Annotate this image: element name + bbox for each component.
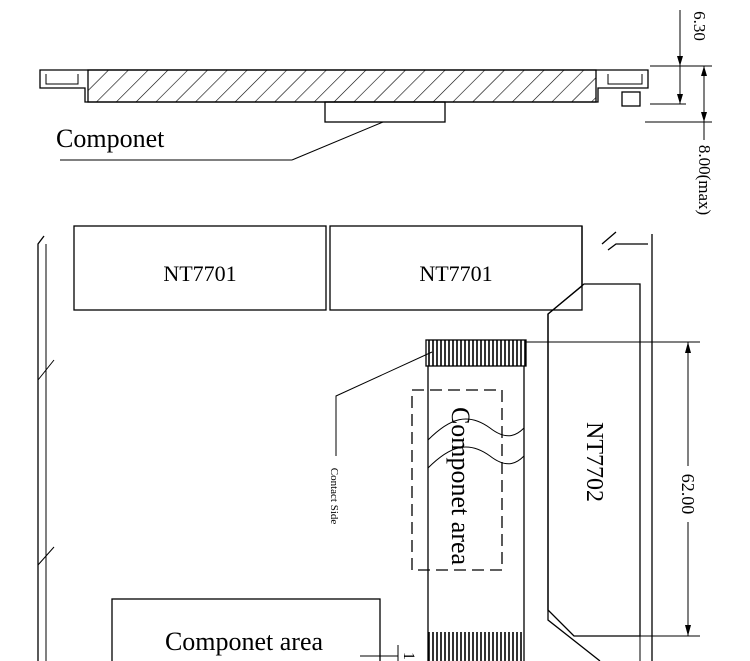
frame-left-notch-2 — [37, 546, 55, 566]
component-area-bottom-box — [111, 598, 381, 661]
fpc-bottom-pads — [428, 632, 524, 661]
dim-thickness-label: 6.30 — [690, 11, 709, 41]
component-leader — [291, 121, 384, 161]
frame-left-notch-1 — [37, 359, 55, 381]
fpc-contact-pads — [425, 339, 527, 367]
front-view: NT7701 NT7701 NT7702 Componet area Conta… — [37, 225, 700, 661]
dim-max-arrow-bottom — [701, 112, 707, 122]
contact-side-leader — [335, 351, 433, 456]
side-frame-outline — [39, 69, 649, 103]
side-component-block — [324, 101, 446, 123]
side-glass-hatched — [87, 69, 597, 103]
dim-thickness-arrow-lower — [677, 94, 683, 104]
side-view: Componet 6.30 8.00(max) — [39, 10, 714, 215]
contact-side-label: Contact Side — [328, 468, 340, 525]
chip-nt7702-label: NT7702 — [581, 422, 607, 502]
partial-dim-label: 1 — [400, 652, 417, 660]
dim-height-arrow-top — [685, 342, 691, 353]
dim-height-arrow-bottom — [685, 625, 691, 636]
chip-nt7701-right — [329, 225, 583, 311]
fpc-break-upper — [427, 418, 525, 441]
dim-max-arrow-top — [701, 66, 707, 76]
chip-nt7701-left-label: NT7701 — [163, 261, 236, 286]
component-area-vertical-label: Componet area — [446, 407, 475, 566]
dim-max-label: 8.00(max) — [695, 145, 714, 215]
dim-height-label: 62.00 — [678, 474, 698, 515]
fpc-break-lower — [427, 446, 525, 469]
frame-left-edge — [37, 235, 45, 661]
dim-thickness-arrow — [677, 56, 683, 66]
side-component-label: Componet — [56, 124, 165, 153]
dim-height-label-bg — [679, 466, 697, 522]
chip-nt7701-right-label: NT7701 — [419, 261, 492, 286]
frame-top-right-tab — [601, 231, 648, 251]
component-area-bottom-label: Componet area — [165, 627, 324, 656]
chip-nt7701-left — [73, 225, 327, 311]
side-right-tab — [621, 91, 641, 107]
component-area-dashed — [411, 389, 503, 571]
side-frame-inner — [45, 74, 643, 85]
